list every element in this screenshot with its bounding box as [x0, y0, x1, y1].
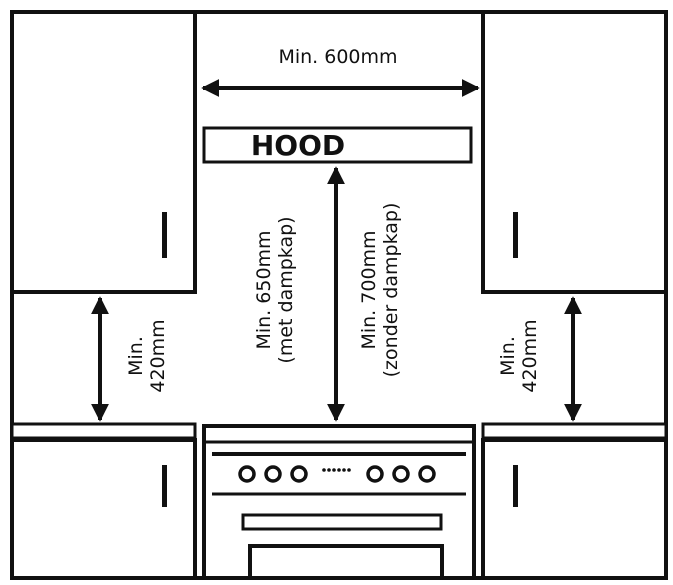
width-label: Min. 600mm: [278, 46, 397, 68]
left-gap-label: Min. 420mm: [125, 319, 169, 392]
upper-cabinet-right: [481, 10, 668, 294]
upper-cabinet-right-handle: [513, 212, 518, 258]
oven-handle: [241, 513, 443, 531]
no-hood-clearance-line1: Min. 700mm: [358, 230, 380, 349]
left-gap-line1: Min.: [125, 336, 147, 376]
upper-cabinet-left: [10, 10, 197, 294]
hood-clearance-label: Min. 650mm (met dampkap): [253, 216, 297, 363]
burner-icon: [290, 465, 308, 483]
hood-clearance-line1: Min. 650mm: [253, 230, 275, 349]
no-hood-clearance-line2: (zonder dampkap): [380, 203, 402, 378]
lower-cabinet-right: [481, 438, 668, 580]
control-dots-icon: [322, 468, 351, 472]
burner-icon: [392, 465, 410, 483]
worktop-right: [481, 422, 668, 440]
range-cooker: [202, 424, 476, 580]
burner-icon: [264, 465, 282, 483]
hood-clearance-line2: (met dampkap): [275, 216, 297, 363]
burner-icon: [366, 465, 384, 483]
right-gap-line2: 420mm: [519, 319, 541, 392]
hood: [202, 126, 473, 164]
right-gap-label: Min. 420mm: [497, 319, 541, 392]
upper-cabinet-left-handle: [162, 212, 167, 258]
no-hood-clearance-label: Min. 700mm (zonder dampkap): [358, 203, 402, 378]
hood-label: HOOD: [251, 129, 345, 162]
oven-window: [248, 544, 444, 578]
right-gap-line1: Min.: [497, 336, 519, 376]
lower-cabinet-left: [10, 438, 197, 580]
burner-icon: [238, 465, 256, 483]
lower-cabinet-left-handle: [162, 465, 167, 507]
lower-cabinet-right-handle: [513, 465, 518, 507]
worktop-left: [10, 422, 197, 440]
burner-icon: [418, 465, 436, 483]
left-gap-line2: 420mm: [147, 319, 169, 392]
